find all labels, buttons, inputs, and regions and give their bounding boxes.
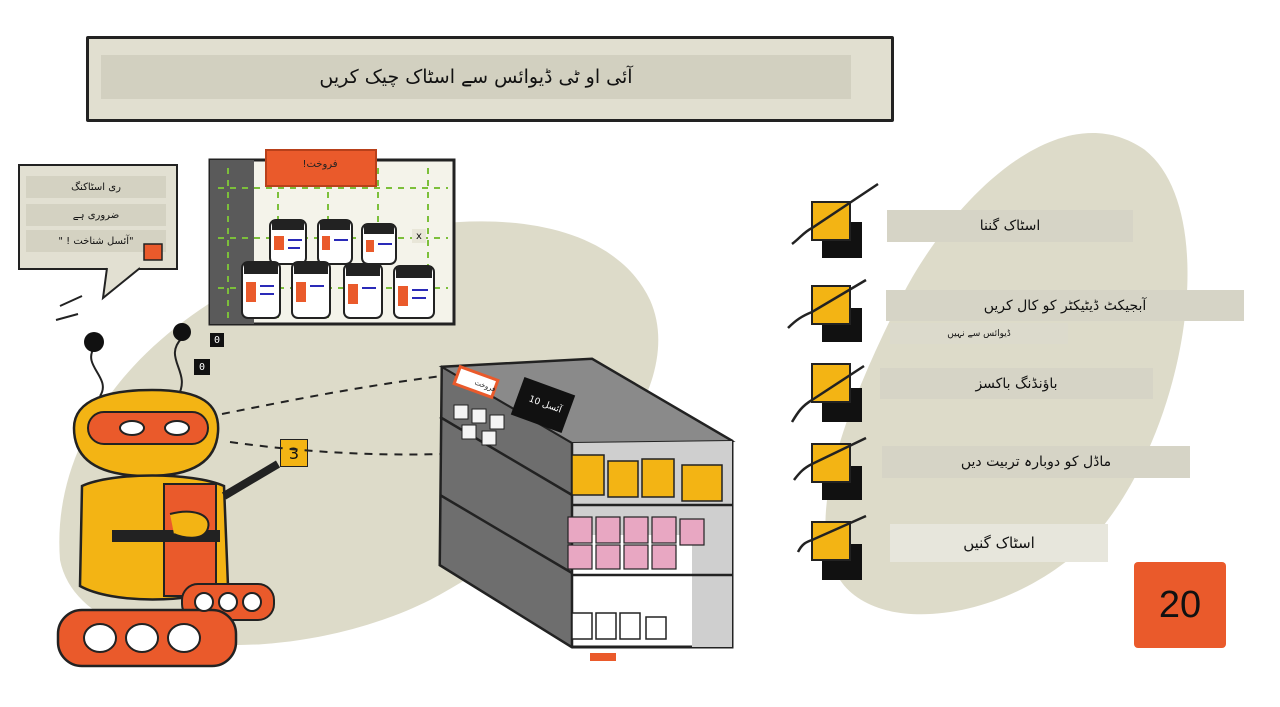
page-number: 20 bbox=[1158, 583, 1202, 626]
aisle-icon bbox=[143, 243, 163, 261]
step-label-retrain-model: ماڈل کو دوبارہ تربیت دیں bbox=[882, 446, 1190, 478]
speech-bubble: ری اسٹاکنگ ضروری ہے "آئسل شناخت ! " bbox=[18, 164, 178, 270]
title-banner: آئی او ٹی ڈیوائس سے اسٹاک چیک کریں bbox=[86, 36, 894, 122]
step-label-count-stock-final: اسٹاک گنیں bbox=[890, 524, 1108, 562]
sale-sign-label: فروخت! bbox=[302, 158, 338, 170]
scan-lines bbox=[221, 375, 443, 456]
bubble-line-required: ضروری ہے bbox=[26, 204, 166, 226]
checkbox-icon-1 bbox=[791, 182, 879, 258]
hand-count-badge: 3 bbox=[280, 439, 308, 467]
checkbox-icon-3 bbox=[790, 363, 865, 423]
price-tag bbox=[452, 364, 500, 400]
checkbox-icon-5 bbox=[796, 514, 867, 580]
sale-sign bbox=[265, 149, 377, 187]
step-checkboxes bbox=[787, 182, 879, 580]
jar-group bbox=[241, 219, 435, 319]
page-title: آئی او ٹی ڈیوائس سے اسٹاک چیک کریں bbox=[101, 55, 851, 99]
checkbox-icon-2 bbox=[787, 278, 867, 342]
shelf-x-marker: x bbox=[412, 229, 426, 243]
step-label-count-stock: اسٹاک گننا bbox=[887, 210, 1133, 242]
step-label-bounding-boxes: باؤنڈنگ باکسز bbox=[880, 368, 1153, 399]
speech-bubble-tail bbox=[101, 267, 141, 301]
checkbox-icon-4 bbox=[793, 436, 867, 500]
step-sublabel-not-from-device: ڈیوائس سے نہیں bbox=[890, 323, 1068, 344]
bubble-line-aisle-id: "آئسل شناخت ! " bbox=[26, 230, 166, 252]
bubble-line-restocking: ری اسٹاکنگ bbox=[26, 176, 166, 198]
aisle-sign bbox=[510, 376, 576, 434]
count-badge-bottom: 0 bbox=[194, 359, 210, 375]
robot-illustration bbox=[55, 295, 281, 668]
count-badge-top: 0 bbox=[210, 333, 224, 347]
step-label-call-detector: آبجیکٹ ڈیٹیکٹر کو کال کریں bbox=[886, 290, 1244, 321]
store-shelf-illustration bbox=[438, 357, 736, 661]
page-number-badge: 20 bbox=[1134, 562, 1226, 648]
